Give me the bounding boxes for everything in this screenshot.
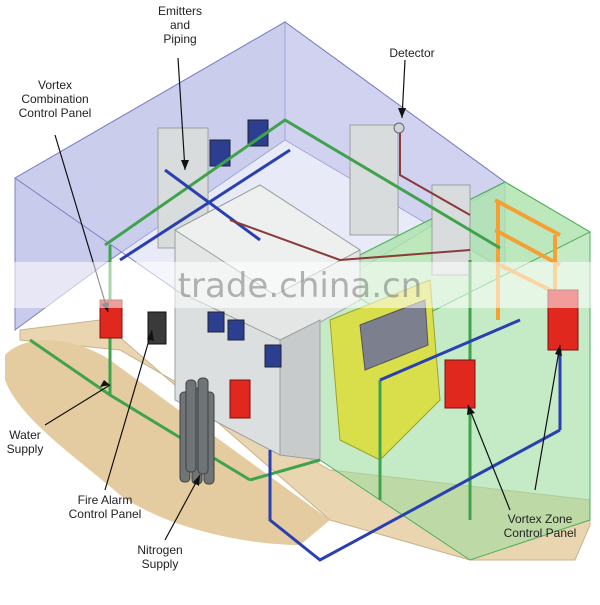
label-water-line2: Supply [6,442,44,456]
monitor-3 [207,311,225,333]
label-vortex-zone-line2: Control Panel [503,526,577,540]
label-water-line1: Water [9,428,41,442]
label-vortex-combo-line3: Control Panel [18,106,92,120]
label-nitrogen-line1: Nitrogen [137,543,183,557]
label-emitters-piping: Emitters and Piping [150,4,210,46]
watermark-band [0,262,600,308]
label-water-supply: Water Supply [0,428,50,456]
label-vortex-combo-line2: Combination [21,92,89,106]
label-fire-alarm-line2: Control Panel [68,507,142,521]
label-emitters-line2: and [169,18,191,32]
label-vortex-zone-line1: Vortex Zone [507,512,573,526]
label-emitters-line1: Emitters [157,4,202,18]
detector-wiring [229,130,471,262]
label-fire-alarm: Fire Alarm Control Panel [60,493,150,521]
detector-device [393,122,405,134]
label-fire-alarm-line1: Fire Alarm [77,493,133,507]
label-vortex-zone: Vortex Zone Control Panel [490,512,590,540]
cabinet-2 [349,124,399,236]
console-screen [359,299,429,371]
monitor-5 [264,344,282,368]
watermark-text: trade.china.cn [177,266,423,306]
ground-patch [5,340,330,545]
blue-piping [119,148,562,562]
front-cabinet-side [279,319,321,461]
monitor-4 [227,319,245,341]
label-vortex-combo-line1: Vortex [37,78,73,92]
label-nitrogen-line2: Supply [141,557,179,571]
label-detector: Detector [389,46,435,60]
nitrogen-cylinders [179,377,215,485]
cabinet-3 [431,184,471,276]
label-emitters-line3: Piping [163,32,197,46]
red-panel-front [229,379,251,419]
label-vortex-combination: Vortex Combination Control Panel [10,78,100,120]
label-nitrogen-supply: Nitrogen Supply [125,543,195,571]
vortex-zone-panel-1 [444,359,476,409]
